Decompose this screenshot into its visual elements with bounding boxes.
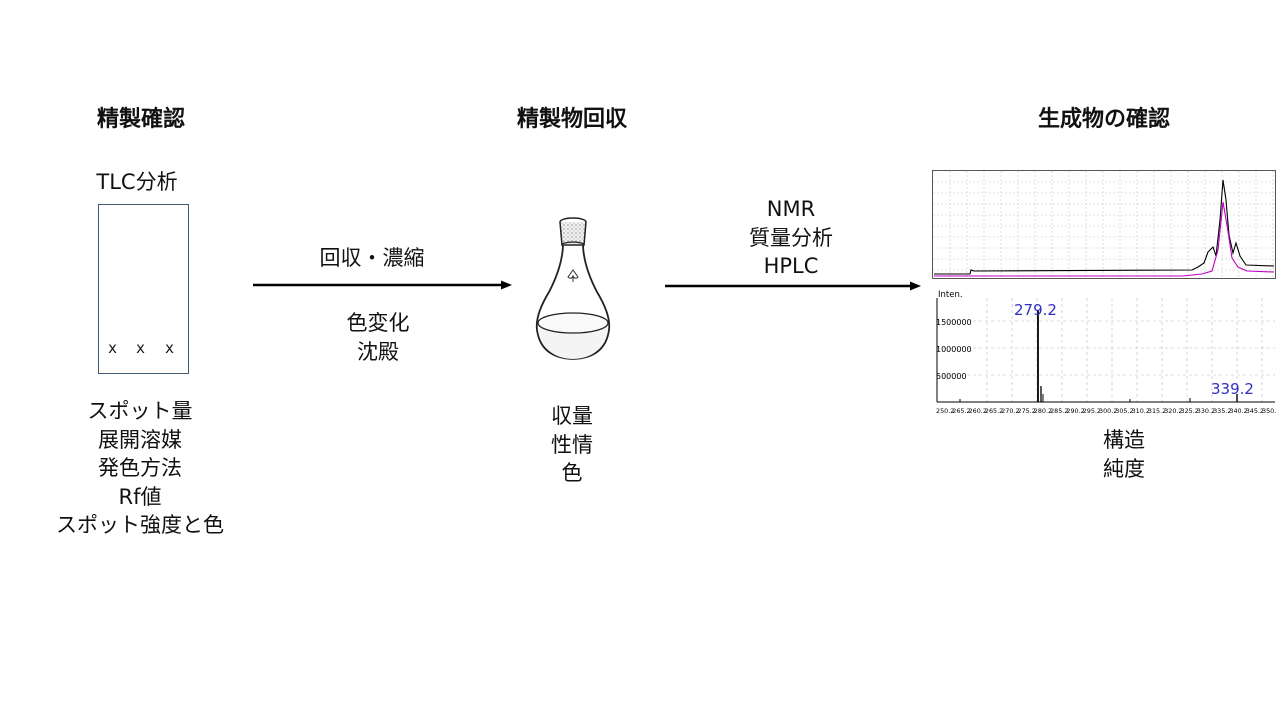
heading-purity-check: 精製確認 (96, 107, 186, 132)
mass-spectrum-chart: Inten. 1500000 1000000 500000 279.2 339.… (936, 290, 1276, 415)
tlc-note: 展開溶媒 (98, 427, 182, 452)
heading-recovery: 精製物回収 (516, 107, 628, 132)
ms-xtick: 345.2 (1246, 407, 1264, 415)
ms-xtick: 315.2 (1148, 407, 1166, 415)
ms-xtick: 280.2 (1034, 407, 1052, 415)
tlc-note: スポット強度と色 (56, 513, 224, 537)
ms-xtick: 290.2 (1066, 407, 1084, 415)
ms-xtick: 340.2 (1229, 407, 1247, 415)
ms-yaxis-title: Inten. (938, 290, 963, 300)
tlc-spot: x (136, 339, 146, 357)
product-notes: 構造 純度 (1103, 426, 1145, 483)
ms-xtick: 275.2 (1018, 407, 1036, 415)
arrow1-bottom-labels: 色変化 沈殿 (347, 309, 410, 366)
ms-peak-label: 279.2 (1014, 301, 1057, 319)
tlc-plate: x x x (98, 204, 189, 374)
tlc-note: スポット量 (87, 399, 193, 423)
chromatogram-trace-magenta (934, 201, 1275, 277)
tlc-note: Rf値 (118, 484, 162, 509)
ms-peak-label: 339.2 (1211, 380, 1254, 398)
ms-xtick: 325.2 (1181, 407, 1199, 415)
arrow-2 (665, 281, 921, 291)
arrow1-label: 色変化 (346, 311, 410, 335)
flask-note: 性情 (551, 432, 593, 457)
tlc-notes: スポット量 展開溶媒 発色方法 Rf値 スポット強度と色 (56, 397, 224, 540)
product-note: 構造 (1103, 428, 1145, 452)
ms-ytick: 1500000 (936, 318, 972, 327)
product-note: 純度 (1103, 456, 1145, 481)
ms-xtick-labels: 250.2265.2260.2265.2270.2275.2280.2285.2… (936, 407, 1276, 415)
ms-xtick: 310.2 (1132, 407, 1150, 415)
ms-grid (937, 298, 1275, 402)
heading-product-check: 生成物の確認 (1037, 107, 1171, 132)
arrow1-label: 沈殿 (357, 339, 399, 364)
arrow-1 (253, 280, 512, 290)
ms-xtick: 285.2 (1050, 407, 1068, 415)
ms-xtick: 260.2 (969, 407, 987, 415)
flask-note: 色 (561, 461, 583, 485)
ms-xtick: 295.2 (1083, 407, 1101, 415)
flask-icon (535, 217, 611, 360)
ms-xtick: 305.2 (1115, 407, 1133, 415)
flask-note: 収量 (551, 404, 593, 428)
tlc-spot: x (165, 339, 175, 357)
ms-xtick: 335.2 (1213, 407, 1231, 415)
flask-notes: 収量 性情 色 (551, 402, 593, 488)
ms-ytick: 500000 (936, 372, 967, 381)
ms-xtick: 265.2 (952, 407, 970, 415)
arrow2-labels: NMR 質量分析 HPLC (749, 195, 833, 281)
ms-xtick: 320.2 (1164, 407, 1182, 415)
ms-xtick: 265.2 (985, 407, 1003, 415)
ms-xtick: 250.2 (936, 407, 954, 415)
arrow1-top-label: 回収・濃縮 (319, 246, 425, 270)
chromatogram-chart (932, 170, 1276, 279)
arrow2-label: 質量分析 (749, 225, 833, 250)
ms-xtick: 300.2 (1099, 407, 1117, 415)
arrow2-label: HPLC (763, 254, 819, 278)
tlc-spot: x (108, 339, 118, 357)
arrow2-label: NMR (766, 197, 816, 221)
ms-ytick: 1000000 (936, 345, 972, 354)
tlc-title: TLC分析 (96, 170, 178, 194)
ms-xtick: 270.2 (1001, 407, 1019, 415)
ms-xtick: 330.2 (1197, 407, 1215, 415)
tlc-note: 発色方法 (98, 456, 182, 480)
ms-xtick: 350.2 (1262, 407, 1276, 415)
